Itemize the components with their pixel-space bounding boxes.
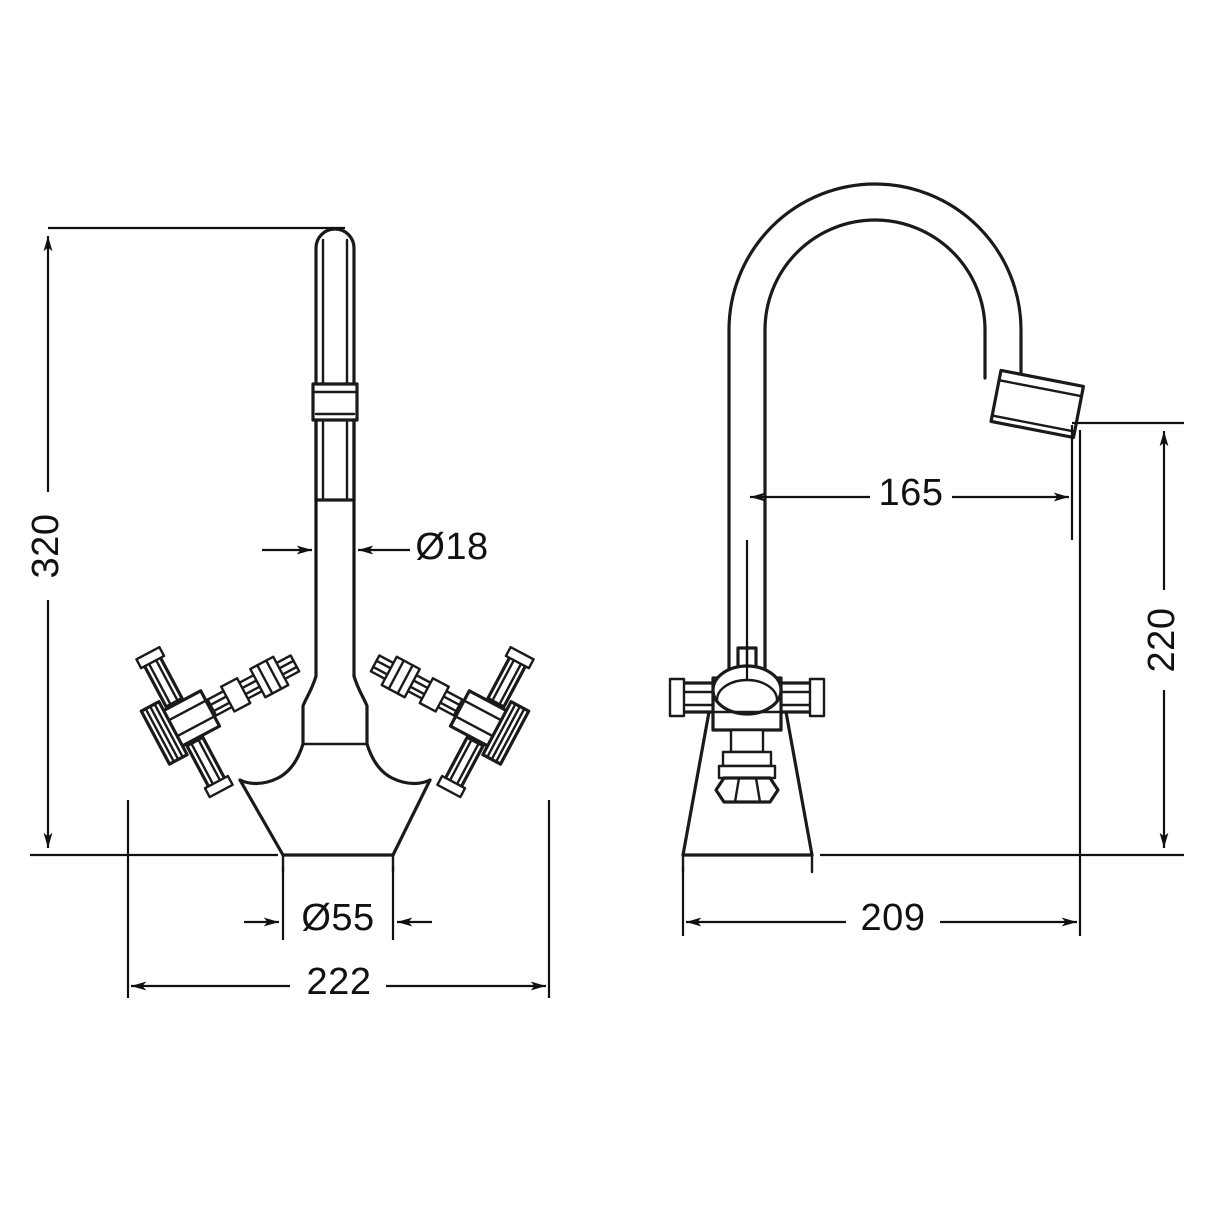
dimension-height-320: 320 [25, 226, 345, 857]
dimension-label-220: 220 [1141, 608, 1183, 673]
faucet-body-side [681, 710, 814, 874]
dimension-label-209: 209 [861, 897, 926, 939]
handle-right-front [369, 645, 535, 799]
dimension-width-222: 222 [126, 800, 551, 1003]
front-elevation-view [135, 227, 535, 874]
spout-tube-front [314, 227, 356, 502]
valve-nut-stack [714, 728, 780, 804]
dimension-label-222: 222 [307, 961, 372, 1003]
dimension-label-d18: Ø18 [415, 526, 488, 568]
spout-collar-ring [311, 382, 359, 422]
handle-left-front [135, 645, 301, 799]
dimension-label-165: 165 [879, 472, 944, 514]
spout-bell-flare [301, 674, 369, 746]
spout-aerator-block [989, 368, 1086, 440]
dimension-spout-reach-165: 165 [745, 425, 1074, 680]
side-elevation-view [668, 182, 1086, 874]
dimension-label-320: 320 [25, 514, 67, 579]
faucet-body-front [238, 742, 432, 874]
dimension-spout-diameter-18: Ø18 [262, 498, 488, 600]
dimension-label-d55: Ø55 [301, 897, 374, 939]
dimension-outlet-height-220: 220 [820, 421, 1184, 857]
handle-side-view [668, 646, 826, 732]
dimension-depth-209: 209 [681, 430, 1082, 939]
dimension-base-diameter-55: Ø55 [244, 866, 432, 940]
